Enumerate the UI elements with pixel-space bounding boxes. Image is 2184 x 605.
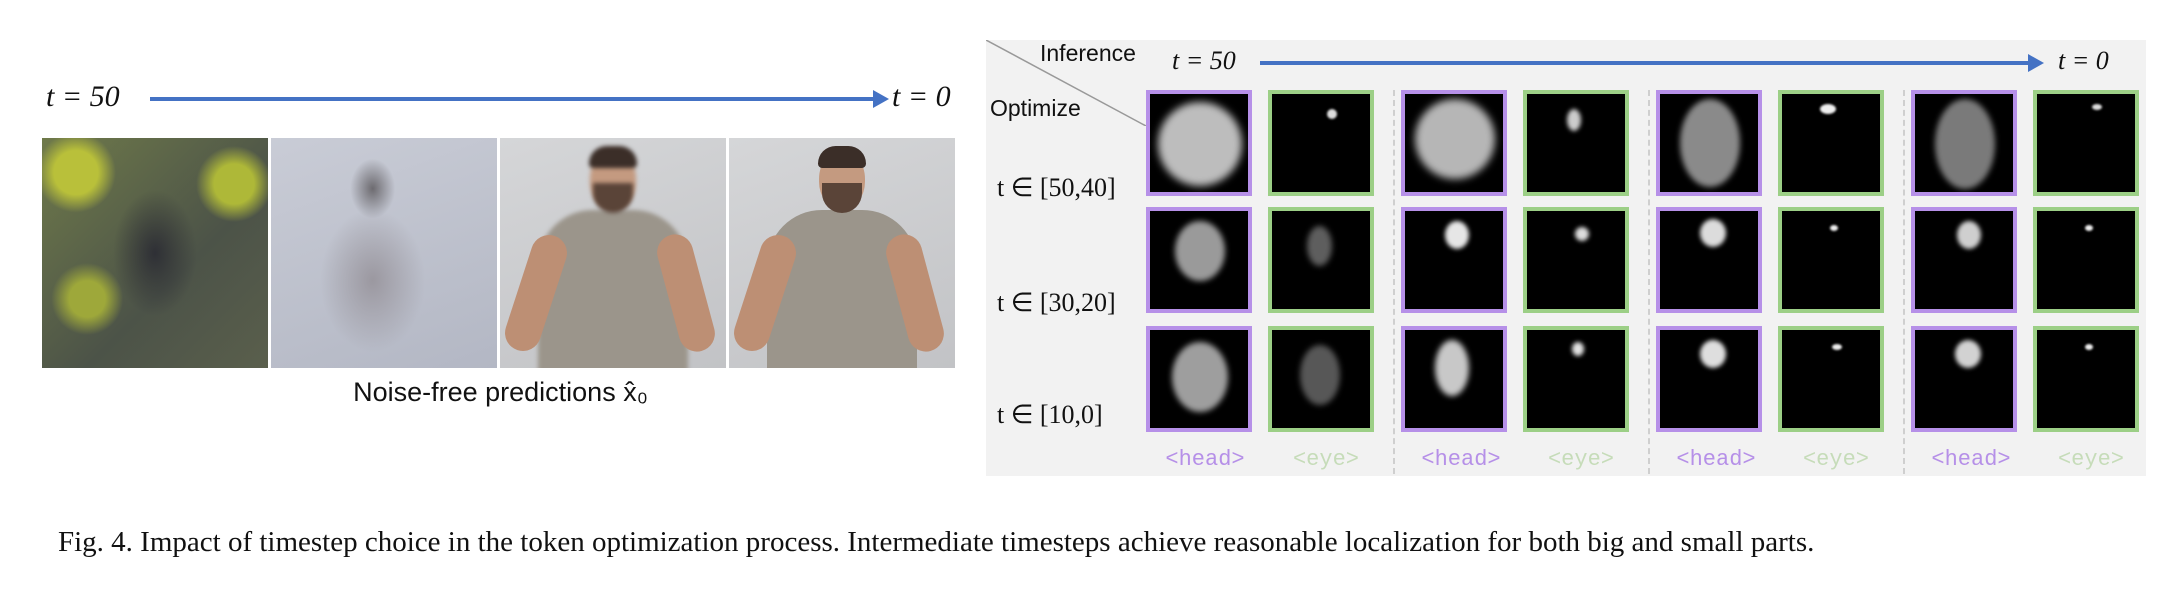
attention-blob <box>2085 344 2093 350</box>
head-attention-map <box>1146 207 1252 313</box>
prediction-frame-1 <box>42 138 268 368</box>
inference-label: Inference <box>1040 40 1136 66</box>
attention-blob <box>1700 340 1726 368</box>
head-attention-map <box>1656 90 1762 196</box>
head-attention-map <box>1911 326 2017 432</box>
eye-attention-map <box>2033 90 2139 196</box>
token-label-head: <head> <box>1421 447 1501 472</box>
head-attention-map <box>1911 90 2017 196</box>
person-beard <box>593 183 633 213</box>
optimize-label: Optimize <box>990 95 1081 121</box>
token-label-eye: <eye> <box>1547 447 1614 472</box>
person-beard <box>822 183 862 213</box>
head-attention-map <box>1146 326 1252 432</box>
head-attention-map <box>1911 207 2017 313</box>
attention-blob <box>1955 340 1981 368</box>
row-label-1: t ∈ [50,40] <box>997 173 1116 202</box>
person-hair <box>589 146 637 168</box>
token-label-head: <head> <box>1165 447 1245 472</box>
row-label-2: t ∈ [30,20] <box>997 288 1116 317</box>
right-t-start-label: t = 50 <box>1172 46 1236 75</box>
eye-attention-map <box>1523 90 1629 196</box>
attention-blob <box>1700 219 1726 247</box>
right-time-arrow <box>1260 54 2044 72</box>
noise-free-predictions-strip <box>42 138 955 368</box>
eye-attention-map <box>1268 326 1374 432</box>
right-t-end-label: t = 0 <box>2058 46 2109 75</box>
attention-blob <box>1435 340 1469 396</box>
row-label-3: t ∈ [10,0] <box>997 400 1103 429</box>
attention-blob <box>1572 342 1584 356</box>
eye-attention-map <box>1523 326 1629 432</box>
attention-blob <box>1957 221 1981 249</box>
group-separator <box>1648 90 1650 474</box>
attention-blob <box>1830 225 1838 231</box>
group-separator <box>1393 90 1395 474</box>
eye-attention-map <box>1268 207 1374 313</box>
eye-attention-map <box>1778 326 1884 432</box>
attention-blob <box>1832 344 1842 350</box>
attention-blob <box>1415 99 1495 179</box>
attention-blob <box>1567 109 1581 131</box>
eye-attention-map <box>1778 207 1884 313</box>
prediction-frame-2 <box>271 138 497 368</box>
head-attention-map <box>1401 326 1507 432</box>
head-attention-map <box>1401 90 1507 196</box>
attention-blob <box>1158 102 1242 186</box>
attention-blob <box>1300 345 1340 405</box>
token-label-eye: <eye> <box>2057 447 2124 472</box>
group-separator <box>1903 90 1905 474</box>
head-attention-map <box>1656 326 1762 432</box>
eye-attention-map <box>2033 326 2139 432</box>
person-body <box>767 210 917 368</box>
attention-blob <box>2085 225 2093 231</box>
person-hair <box>818 146 866 168</box>
eye-attention-map <box>1268 90 1374 196</box>
person-body <box>538 210 688 368</box>
attention-blob <box>1307 226 1332 266</box>
predictions-caption: Noise-free predictions x̂₀ <box>353 377 648 407</box>
figure-caption: Fig. 4. Impact of timestep choice in the… <box>58 526 1815 558</box>
prediction-frame-4 <box>729 138 955 368</box>
attention-blob <box>1680 99 1740 187</box>
attention-blob <box>1445 221 1469 249</box>
header-diagonal <box>986 40 1146 126</box>
left-t-end-label: t = 0 <box>892 80 951 113</box>
token-label-head: <head> <box>1676 447 1756 472</box>
token-label-eye: <eye> <box>1292 447 1359 472</box>
left-time-arrow <box>150 90 889 108</box>
attention-blob <box>2092 104 2102 110</box>
attention-blob <box>1935 99 1995 189</box>
attention-blob <box>1820 104 1836 114</box>
eye-attention-map <box>1523 207 1629 313</box>
head-attention-map <box>1656 207 1762 313</box>
token-label-head: <head> <box>1931 447 2011 472</box>
attention-blob <box>1327 109 1337 119</box>
attention-blob <box>1175 221 1225 281</box>
head-attention-map <box>1401 207 1507 313</box>
eye-attention-map <box>2033 207 2139 313</box>
head-attention-map <box>1146 90 1252 196</box>
eye-attention-map <box>1778 90 1884 196</box>
token-label-eye: <eye> <box>1802 447 1869 472</box>
attention-blob <box>1575 227 1589 241</box>
left-t-start-label: t = 50 <box>46 80 120 113</box>
attention-blob <box>1172 342 1228 412</box>
prediction-frame-3 <box>500 138 726 368</box>
